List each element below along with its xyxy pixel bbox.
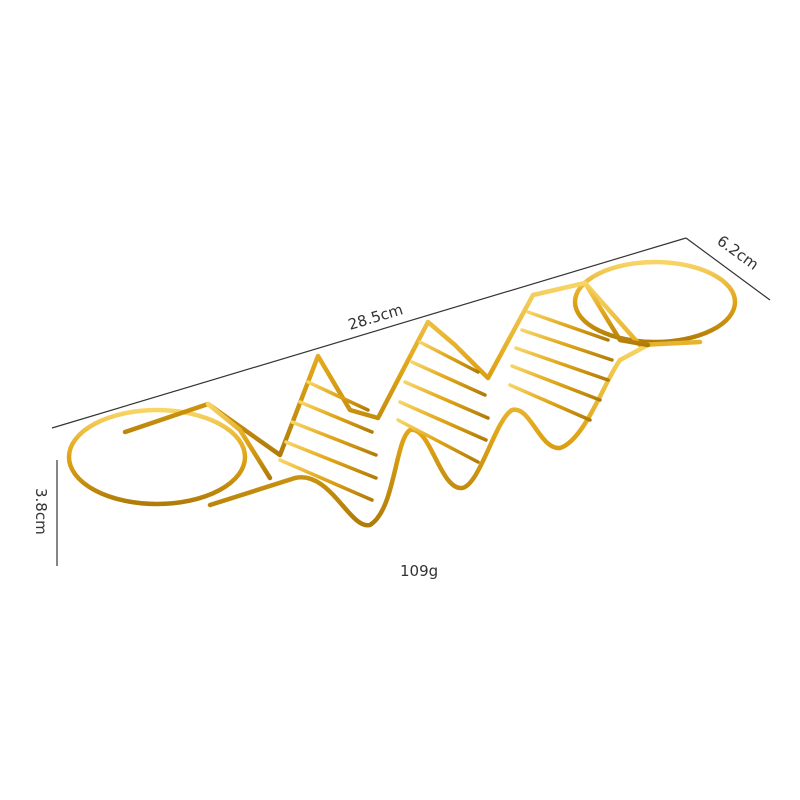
length-label: 28.5cm xyxy=(346,300,405,333)
left-ring-handle xyxy=(66,407,248,507)
second-wave-rungs xyxy=(396,340,490,464)
dimension-lines xyxy=(51,237,771,566)
right-side-connector xyxy=(582,280,651,348)
left-side-connector xyxy=(205,401,273,481)
weight-label: 109g xyxy=(400,562,438,580)
third-wave-rungs xyxy=(508,310,614,422)
front-zigzag-rail xyxy=(207,342,651,528)
first-wave-rungs xyxy=(278,380,378,502)
taco-holder-rack xyxy=(66,259,738,528)
length-dimension-line xyxy=(51,237,687,429)
width-label: 6.2cm xyxy=(714,232,762,274)
width-dimension-line xyxy=(685,237,771,301)
height-label: 3.8cm xyxy=(32,488,50,535)
